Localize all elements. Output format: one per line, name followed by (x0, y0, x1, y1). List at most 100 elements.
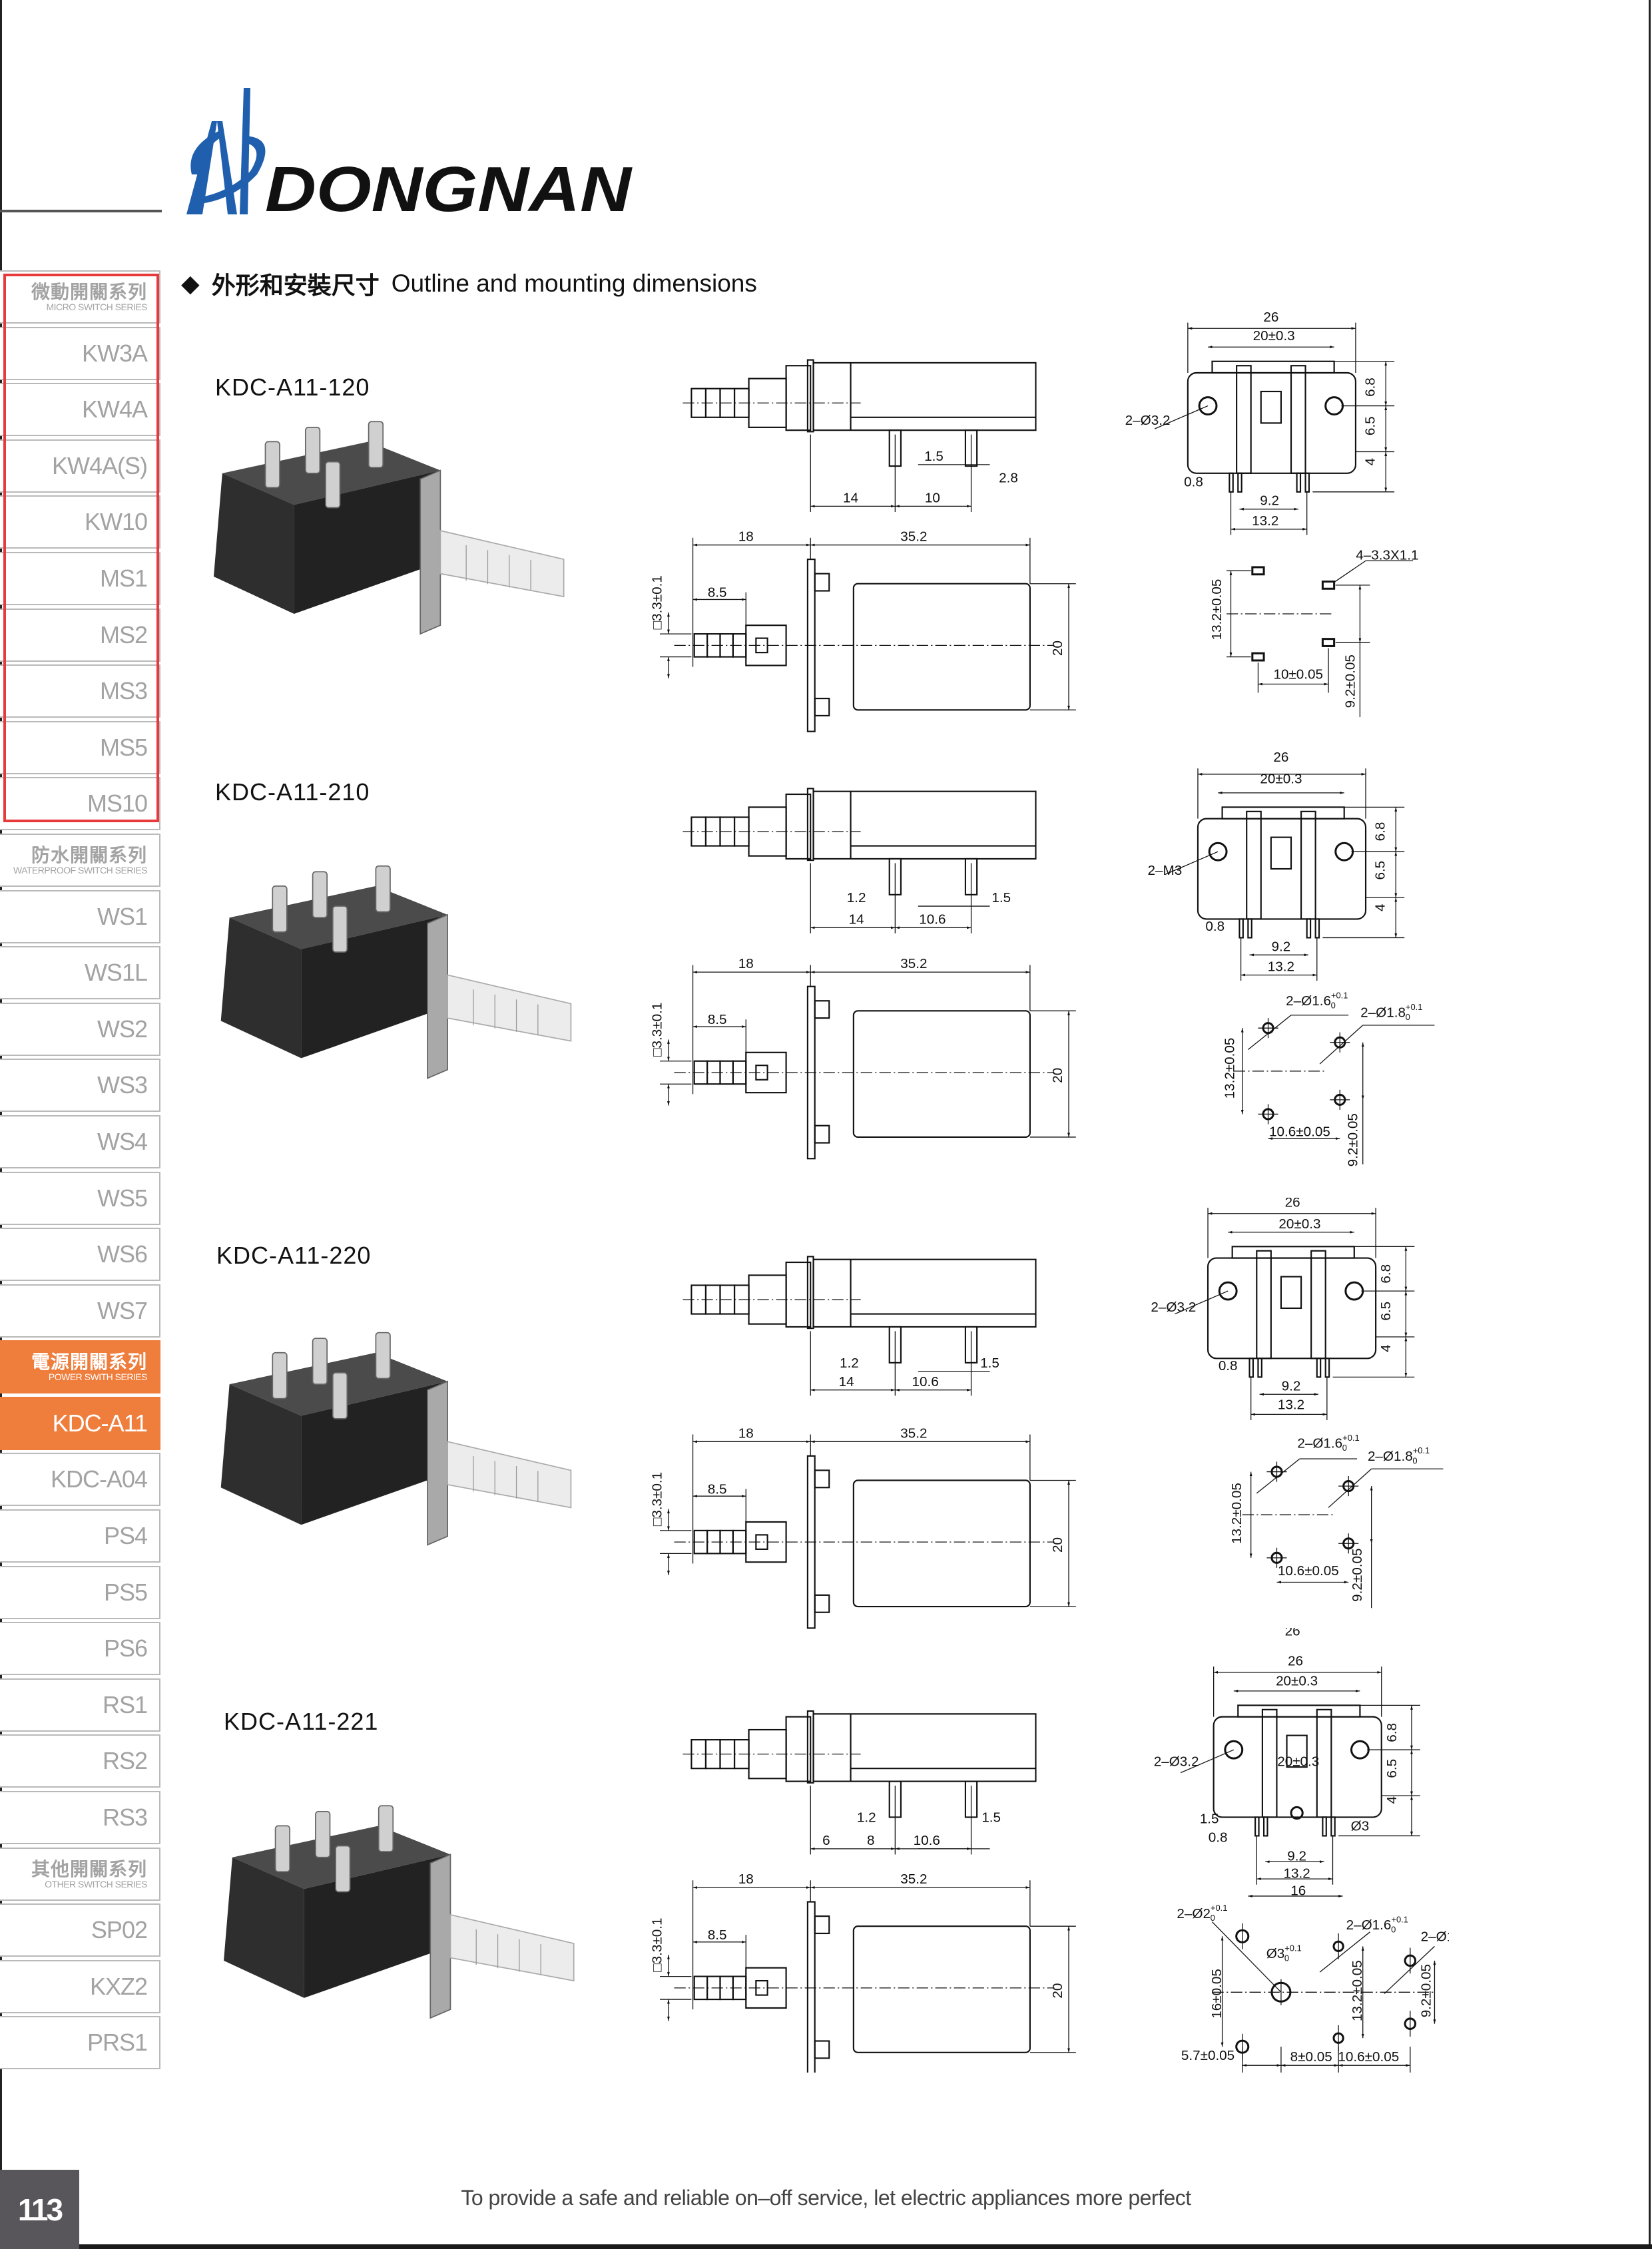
dimension-label: 14 (849, 911, 864, 927)
dimension-label: 9.2±0.05 (1342, 654, 1358, 708)
terminal (312, 1338, 328, 1385)
switch-body-front (220, 917, 302, 1059)
mounting-pad (1251, 566, 1265, 576)
dimension-label: 10.6±0.05 (1338, 2049, 1399, 2065)
sidebar-item-rs2[interactable]: RS2 (0, 1734, 160, 1788)
sidebar-item-ms3[interactable]: MS3 (0, 664, 160, 718)
sidebar-item-ws1[interactable]: WS1 (0, 889, 160, 943)
dimension-label: 1.2 (840, 1355, 859, 1370)
flange-tab (814, 1000, 830, 1019)
sidebar-item-ms1[interactable]: MS1 (0, 551, 160, 605)
sidebar-item-ws4[interactable]: WS4 (0, 1115, 160, 1168)
dimension-label: 35.2 (900, 1872, 927, 1887)
sidebar-item-ws7[interactable]: WS7 (0, 1284, 160, 1338)
sidebar-item-kw10[interactable]: KW10 (0, 495, 160, 549)
sidebar-item-ps4[interactable]: PS4 (0, 1509, 160, 1563)
sidebar-item-label: WS6 (97, 1240, 148, 1268)
sidebar-item-label: KW10 (84, 508, 148, 536)
dimension-label: □3.3±0.1 (649, 1003, 665, 1057)
product-photo (213, 421, 565, 635)
end-pin (1304, 472, 1310, 493)
sidebar-item-ms10[interactable]: MS10 (0, 777, 160, 831)
terminal (272, 1352, 288, 1399)
page-number: 113 (0, 2170, 79, 2249)
logo-mark-icon (186, 88, 266, 214)
sidebar-item-label: MS5 (99, 733, 148, 761)
dimension-label: 6.8 (1372, 822, 1388, 842)
dimension-label: 1.5 (981, 1810, 1001, 1825)
sidebar-item-kw4a-s[interactable]: KW4A(S) (0, 439, 160, 493)
dimension-label: 13.2±0.05 (1209, 579, 1224, 640)
sidebar-item-ps5[interactable]: PS5 (0, 1565, 160, 1619)
sidebar-item-ws1l[interactable]: WS1L (0, 946, 160, 1000)
sidebar-item-rs3[interactable]: RS3 (0, 1791, 160, 1845)
sidebar-item-label: PS4 (103, 1522, 148, 1550)
dimension-label: 1.2 (857, 1810, 876, 1825)
sidebar-item-kdc-a04[interactable]: KDC-A04 (0, 1453, 160, 1507)
leader-line (1165, 851, 1219, 875)
sidebar-item-ws2[interactable]: WS2 (0, 1002, 160, 1056)
dimension-label: 6.8 (1378, 1264, 1394, 1284)
sidebar-item-label: MS3 (99, 677, 148, 705)
dimension-label: 20±0.3 (1253, 328, 1295, 343)
dimension-label: 1.5 (991, 890, 1011, 905)
sidebar-item-ms2[interactable]: MS2 (0, 608, 160, 662)
sidebar-item-ps6[interactable]: PS6 (0, 1622, 160, 1676)
center-nub (1290, 1806, 1304, 1820)
dimension-label: 0.8 (1184, 474, 1203, 489)
leader-line (1247, 1015, 1292, 1051)
dimension-label: 20±0.3 (1276, 1673, 1318, 1688)
switch-body (812, 1713, 1037, 1782)
end-pin (1239, 918, 1244, 939)
dimension-label: 6.5 (1384, 1759, 1399, 1778)
sidebar-item-rs1[interactable]: RS1 (0, 1678, 160, 1732)
dimension-label: 9.2±0.05 (1345, 1113, 1360, 1166)
sidebar-item-ms5[interactable]: MS5 (0, 720, 160, 774)
sidebar-item-kw4a[interactable]: KW4A (0, 383, 160, 437)
dimension-label: 18 (738, 529, 754, 544)
sidebar-item-ws6[interactable]: WS6 (0, 1228, 160, 1282)
terminal (335, 1845, 351, 1893)
dimension-label: 10 (925, 490, 940, 505)
sidebar-item-label: WS1 (97, 902, 148, 930)
sidebar-item-label: KDC-A11 (52, 1409, 148, 1437)
switch-body (852, 1925, 1031, 2053)
logo-wordmark: DONGNAN (265, 154, 633, 218)
sidebar-item-ws5[interactable]: WS5 (0, 1171, 160, 1225)
sidebar-item-kxz2[interactable]: KXZ2 (0, 1959, 160, 2013)
sidebar-item-prs1[interactable]: PRS1 (0, 2016, 160, 2070)
end-body (1197, 818, 1367, 920)
sidebar-item-label: WS5 (97, 1184, 148, 1212)
mounting-hole (1218, 1281, 1238, 1301)
sidebar-item-ws3[interactable]: WS3 (0, 1059, 160, 1113)
flange-tab (814, 1124, 830, 1144)
section-title-zh: 外形和安裝尺寸 (211, 272, 380, 300)
product-photo (220, 1332, 572, 1546)
end-window (1280, 1276, 1302, 1310)
sidebar-item-label: SP02 (91, 1916, 148, 1944)
sidebar-item-sp02[interactable]: SP02 (0, 1903, 160, 1957)
sidebar-item-kdc-a11[interactable]: KDC-A11 (0, 1396, 160, 1450)
dimension-label: 20±0.3 (1277, 1754, 1319, 1769)
flange-tab (814, 698, 830, 717)
leader-line (1384, 1945, 1435, 1994)
model-title: KDC-A11-120 (215, 374, 370, 401)
dimension-label: 13.2 (1284, 1866, 1310, 1881)
dimension-label: 26 (1273, 749, 1288, 764)
dimension-label: 2.8 (999, 470, 1018, 485)
end-body (1213, 1716, 1382, 1818)
sidebar-item-kw3a[interactable]: KW3A (0, 326, 160, 380)
end-top-strip (1221, 806, 1345, 820)
mounting-pad (1321, 580, 1336, 590)
page-border-right (1649, 0, 1651, 2249)
end-slot (1261, 1708, 1278, 1818)
terminal (274, 1825, 290, 1873)
frame-flange (806, 1901, 816, 2073)
end-slot (1310, 1250, 1326, 1360)
